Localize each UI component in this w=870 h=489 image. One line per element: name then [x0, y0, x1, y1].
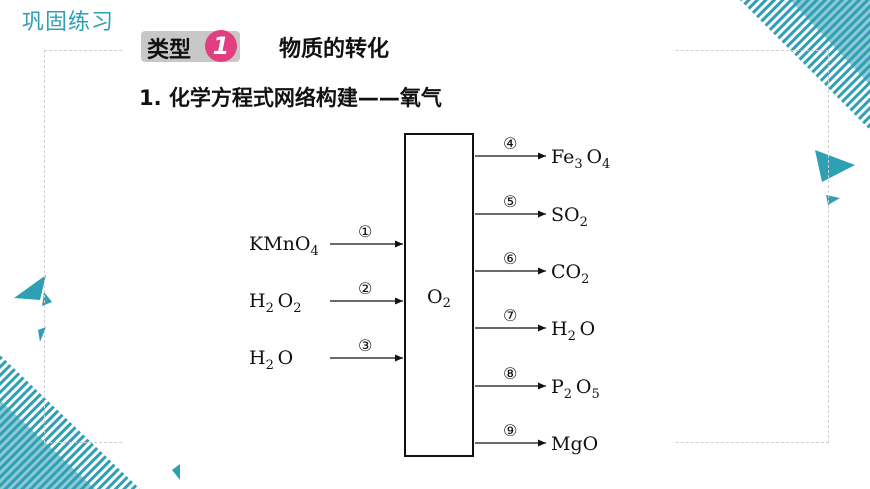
type-badge-number: 1	[205, 30, 237, 62]
subtitle: 1. 化学方程式网络构建——氧气	[139, 86, 442, 110]
reactant-formula: KMnO4	[249, 233, 323, 259]
left-small-triangle	[14, 275, 46, 300]
product-formula: CO2	[551, 261, 593, 287]
top-right-solid-triangle	[790, 0, 870, 85]
product-formula: Fe3 O4	[551, 146, 614, 172]
right-tiny-triangle	[826, 195, 840, 205]
product-formula: P2 O5	[551, 376, 604, 402]
reactant-formula: H2 O	[249, 347, 293, 373]
section-title: 物质的转化	[279, 37, 390, 62]
type-badge-label: 类型	[147, 38, 192, 63]
reaction-number: ⑤	[503, 192, 517, 211]
reaction-number: ②	[358, 279, 372, 298]
bottom-left-solid-triangle	[0, 400, 95, 489]
reactant-formula: H2 O2	[249, 290, 305, 316]
reaction-number: ③	[358, 336, 372, 355]
reaction-number: ④	[503, 134, 517, 153]
type-badge: 类型 1	[141, 30, 240, 63]
right-small-triangle	[815, 150, 855, 182]
product-formula: MgO	[551, 433, 598, 455]
center-formula: O2	[427, 286, 451, 311]
reaction-number: ①	[358, 222, 372, 241]
reaction-number: ⑥	[503, 249, 517, 268]
product-formula: H2 O	[551, 318, 595, 344]
reaction-number: ⑦	[503, 306, 517, 325]
product-formula: SO2	[551, 204, 592, 230]
reaction-number: ⑧	[503, 364, 517, 383]
reaction-number: ⑨	[503, 421, 517, 440]
bottom-tiny-triangle	[172, 464, 180, 480]
oxygen-center-box	[404, 133, 474, 457]
page-header-title: 巩固练习	[22, 10, 115, 35]
